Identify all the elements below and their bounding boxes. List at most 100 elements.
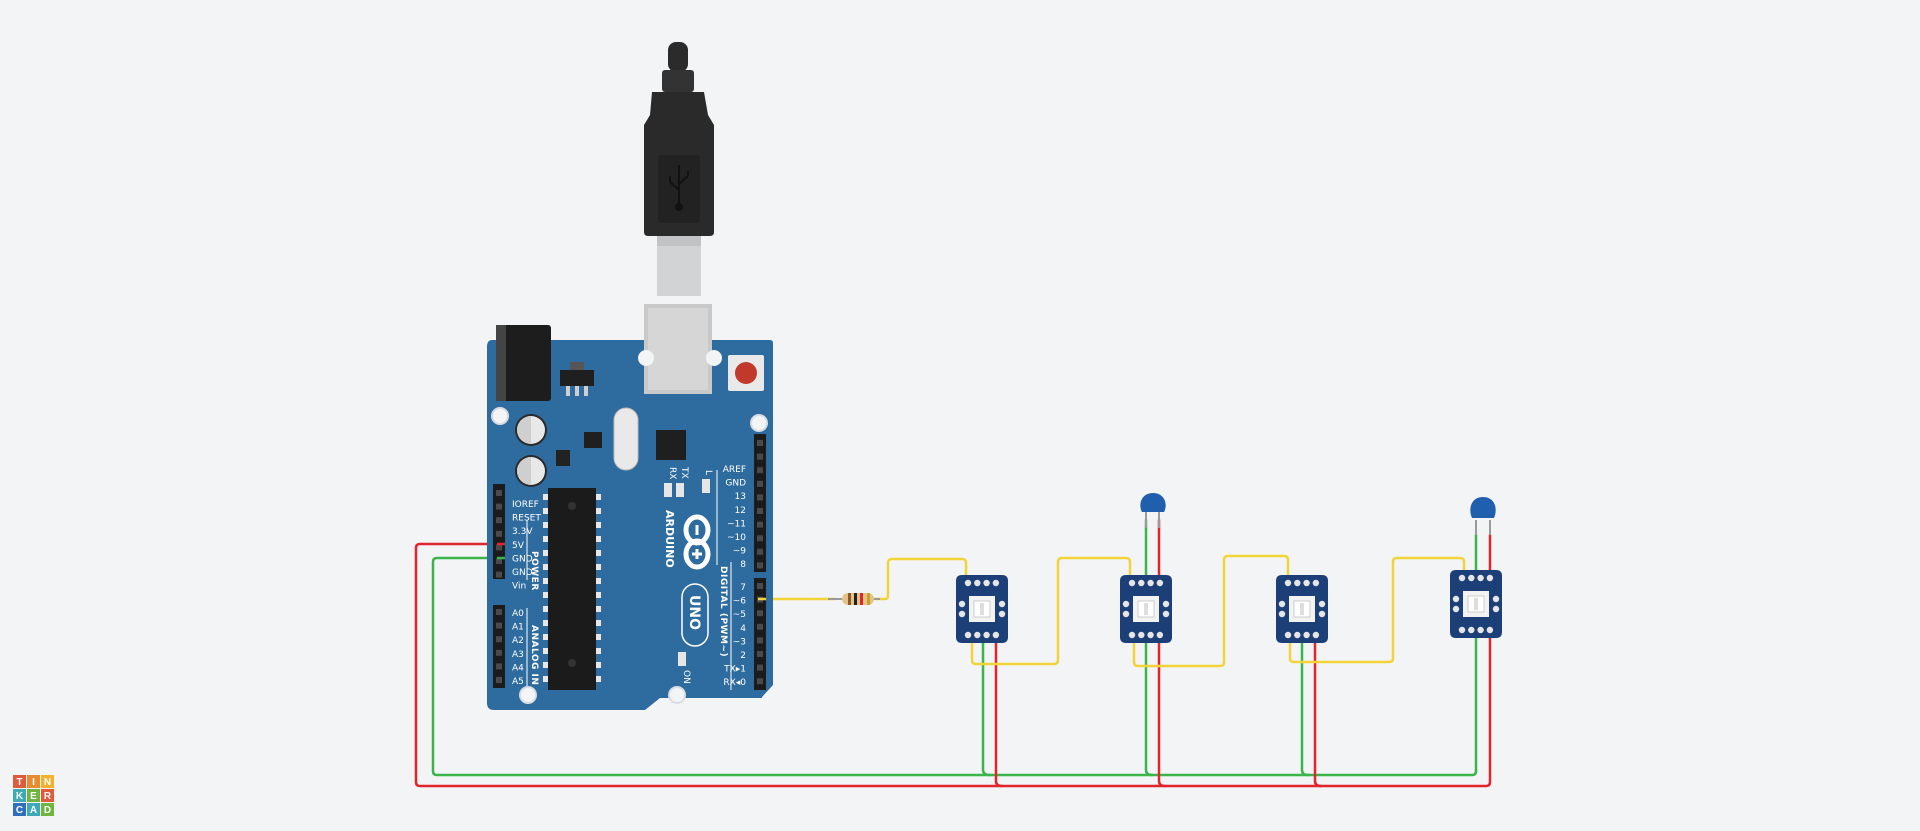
ceramic-capacitor[interactable] (1140, 493, 1166, 528)
small-ic (584, 432, 602, 448)
header-pin (496, 517, 502, 524)
ceramic-capacitor[interactable] (1470, 497, 1496, 535)
mounting-hole (750, 414, 768, 432)
header-pin (496, 558, 502, 564)
power-header-label: POWER (529, 551, 539, 591)
logo-letter: D (44, 805, 51, 816)
crystal-oscillator (613, 407, 639, 471)
voltage-regulator (560, 370, 594, 386)
dc-jack (496, 325, 551, 401)
wire-data-pixel-2-3[interactable] (1132, 554, 1290, 668)
analog-pin-label-a5: A5 (512, 677, 524, 687)
digital-pin-label-6: ~6 (733, 597, 747, 607)
header-pin (757, 440, 763, 446)
digital-pin-label-10: ~10 (727, 533, 746, 543)
neopixel-board[interactable] (1450, 570, 1502, 638)
usb-cable[interactable] (644, 42, 714, 296)
on-led-label: ON (681, 670, 691, 684)
digital-pin-label-tx1: TX▸1 (723, 665, 746, 675)
arduino-uno-board[interactable]: RX TX L ON ARDUINO UNO POWER ANALOG IN D… (487, 304, 773, 710)
rx-led-label: RX (667, 467, 677, 479)
reset-button-cap[interactable] (735, 362, 757, 384)
digital-pin-label-13: 13 (735, 492, 746, 502)
header-pin (496, 636, 502, 643)
analog-header (493, 605, 505, 688)
power-pin-label-5v: 5V (512, 541, 525, 551)
arduino-logo-icon (683, 514, 711, 570)
header-pin (757, 480, 763, 487)
wire-gnd-bus[interactable] (431, 533, 1478, 777)
wire-5v-pixel-3[interactable] (1313, 638, 1323, 788)
header-pin (757, 494, 763, 501)
usb-controller-chip (656, 430, 686, 460)
wire-gnd-pixel-3[interactable] (1300, 638, 1310, 777)
usb-cable-strain (668, 42, 688, 72)
wires (414, 518, 1492, 788)
resistor[interactable] (828, 593, 880, 605)
logo-letter: A (30, 805, 37, 816)
analog-pin-label-a0: A0 (512, 609, 524, 619)
wire-data-pixel-3-4[interactable] (1288, 556, 1466, 664)
digital-pin-label-rx0: RX◂0 (723, 678, 746, 688)
digital-pin-label-5: ~5 (733, 610, 746, 620)
header-pin (496, 571, 502, 578)
tx-led (676, 483, 684, 497)
wire-data-resistor-pixel-1[interactable] (873, 557, 968, 601)
uno-badge: UNO (681, 583, 709, 647)
mounting-hole (668, 686, 686, 704)
logo-letter: I (32, 777, 35, 788)
header-pin (757, 583, 763, 589)
digital-pin-label-aref: AREF (723, 465, 746, 475)
digital-pin-label-7: 7 (740, 583, 746, 593)
usb-cable-collar (662, 70, 694, 92)
l-led-label: L (703, 470, 713, 475)
wire-5v-pixel-2[interactable] (1157, 526, 1167, 788)
power-pin-label-reset: RESET (512, 514, 541, 524)
neopixel-board[interactable] (956, 575, 1008, 643)
logo-letter: E (30, 791, 37, 802)
power-pin-label-gnd: GND (512, 554, 533, 564)
board-model: UNO (686, 595, 702, 630)
header-pin (757, 508, 763, 514)
neopixel-board[interactable] (1276, 575, 1328, 643)
wire-5v-pixel-1[interactable] (994, 638, 1004, 788)
power-pin-label-ioref: IOREF (512, 500, 539, 510)
wire-gnd-pixel-1[interactable] (981, 638, 992, 777)
header-pin (496, 649, 502, 656)
capacitor (515, 455, 547, 487)
header-pin (757, 623, 763, 630)
header-pin (757, 637, 763, 644)
analog-pin-label-a2: A2 (512, 636, 524, 646)
digital-pin-label-12: 12 (735, 506, 746, 516)
logo-letter: C (16, 805, 23, 816)
logo-letter: T (16, 777, 22, 788)
logo-letter: R (44, 791, 52, 802)
neopixel-board[interactable] (1120, 575, 1172, 643)
header-pin (496, 490, 502, 496)
wire-data-pixel-1-2[interactable] (970, 556, 1132, 666)
header-pin (757, 664, 763, 671)
header-pin (757, 651, 763, 657)
header-pin (757, 535, 763, 542)
power-pin-label-33v: 3.3V (512, 527, 533, 537)
wire-5v-bus[interactable] (414, 533, 1492, 788)
mounting-hole (519, 686, 537, 704)
power-pin-label-vin: Vin (512, 582, 526, 592)
power-pin-label-gnd: GND (512, 568, 533, 578)
logo-letter: N (44, 777, 51, 788)
tx-led-label: TX (679, 466, 689, 479)
mounting-hole (491, 407, 509, 425)
digital-pin-label-8: 8 (740, 560, 746, 570)
rx-led (664, 483, 672, 497)
header-pin (757, 453, 763, 460)
header-pin (496, 622, 502, 629)
digital-pin-label-4: 4 (740, 624, 746, 634)
on-led (678, 652, 686, 666)
header-pin (757, 678, 763, 685)
l-led (702, 479, 710, 493)
wire-gnd-pixel-2[interactable] (1144, 526, 1154, 777)
header-pin (757, 521, 763, 528)
digital-header-label: DIGITAL (PWM~) (718, 566, 728, 657)
